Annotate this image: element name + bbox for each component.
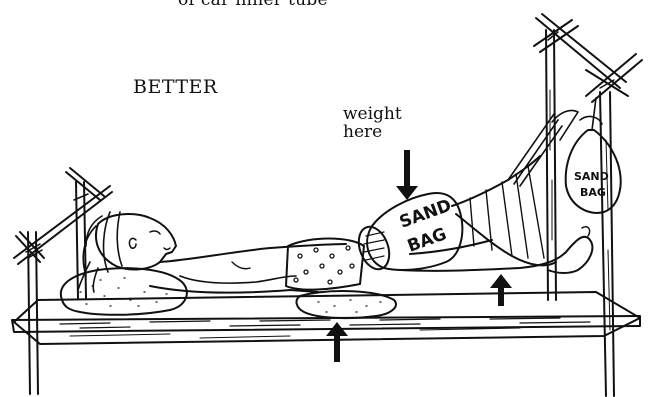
head-posts — [14, 168, 112, 394]
arrow-up-heel — [490, 274, 512, 306]
arrows — [326, 150, 512, 362]
sandbag-hanging-text-line1: SAND — [574, 170, 609, 183]
sandbag-hanging-text-line2: BAG — [580, 186, 606, 199]
inner-tube-sling — [452, 110, 578, 265]
child — [78, 212, 592, 293]
arrow-down-weight — [396, 150, 418, 200]
foot-frame — [534, 14, 642, 396]
pillow — [61, 268, 187, 315]
